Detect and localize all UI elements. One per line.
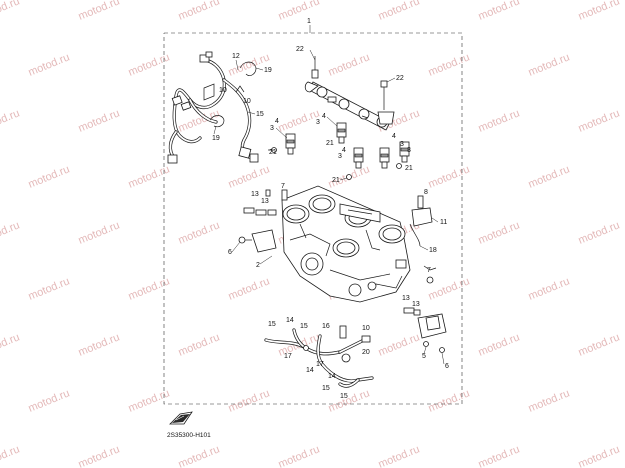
label-injector-3c: 3 <box>338 153 342 160</box>
label-screw-21c: 21 <box>332 177 340 184</box>
label-screw-13a: 13 <box>251 191 259 198</box>
label-screw-21a: 21 <box>269 149 277 156</box>
label-screw-13c: 13 <box>402 295 410 302</box>
label-oring-4b: 4 <box>322 113 326 120</box>
right-side-sensors <box>403 195 447 353</box>
label-screw-21d: 21 <box>405 165 413 172</box>
label-injector-3d: 3 <box>400 141 404 148</box>
label-spring-18: 18 <box>429 247 437 254</box>
label-screw-12: 12 <box>232 53 240 60</box>
label-sensor-10a: 10 <box>219 87 227 94</box>
front-marker-icon <box>169 411 193 425</box>
label-hose-14b: 14 <box>306 367 314 374</box>
diagram-code: 2S35300-H101 <box>167 432 211 439</box>
label-sensor-11: 11 <box>440 219 447 226</box>
label-joint-17a: 17 <box>284 353 292 360</box>
fuel-rail-assembly <box>285 49 410 180</box>
label-screw-6b: 6 <box>445 363 449 370</box>
label-screw-21b: 21 <box>326 140 334 147</box>
label-hose-14a: 14 <box>286 317 294 324</box>
label-oring-4d: 4 <box>392 133 396 140</box>
tps-sensor-left <box>238 189 288 253</box>
label-clamp-19b: 19 <box>212 135 220 142</box>
label-oring-4a: 4 <box>275 118 279 125</box>
label-injector-3e: 3 <box>407 147 411 154</box>
label-hose-15e: 15 <box>340 393 348 400</box>
throttle-body <box>281 185 411 303</box>
label-injector-3a: 3 <box>270 125 274 132</box>
label-tube-16: 16 <box>322 323 330 330</box>
label-assembly: 1 <box>307 18 311 25</box>
connector-1 <box>199 54 210 63</box>
wire-harness <box>167 51 277 164</box>
assembly-boundary <box>163 32 463 405</box>
label-bolt-22b: 22 <box>396 75 404 82</box>
label-screw-13d: 13 <box>412 301 420 308</box>
label-sensor-10b: 10 <box>243 98 251 105</box>
label-throttle-body-2: 2 <box>256 262 260 269</box>
injector-far-right <box>399 141 410 163</box>
label-hose-10c: 10 <box>362 325 370 332</box>
label-clip-7a: 7 <box>281 183 285 190</box>
label-bolt-8: 8 <box>424 189 428 196</box>
label-clip-7b: 7 <box>427 267 431 274</box>
label-screw-6a: 6 <box>228 249 232 256</box>
label-injector-3b: 3 <box>316 119 320 126</box>
label-clamp-20: 20 <box>362 349 370 356</box>
label-oring-4c: 4 <box>342 147 346 154</box>
label-bracket-5: 5 <box>422 353 426 360</box>
injector-center <box>353 147 364 169</box>
label-bolt-22a: 22 <box>296 46 304 53</box>
label-joint-17b: 17 <box>316 361 324 368</box>
label-hose-15c: 15 <box>300 323 308 330</box>
label-hose-15b: 15 <box>268 321 276 328</box>
label-hose-14c: 14 <box>328 373 336 380</box>
vacuum-hoses <box>264 325 374 388</box>
label-hose-15d: 15 <box>322 385 330 392</box>
injector-right <box>379 147 390 169</box>
label-hose-15-harness: 15 <box>256 111 264 118</box>
injector-center-left <box>336 122 347 144</box>
injector-left <box>285 133 296 155</box>
label-clamp-19a: 19 <box>264 67 272 74</box>
label-screw-13b: 13 <box>261 198 269 205</box>
